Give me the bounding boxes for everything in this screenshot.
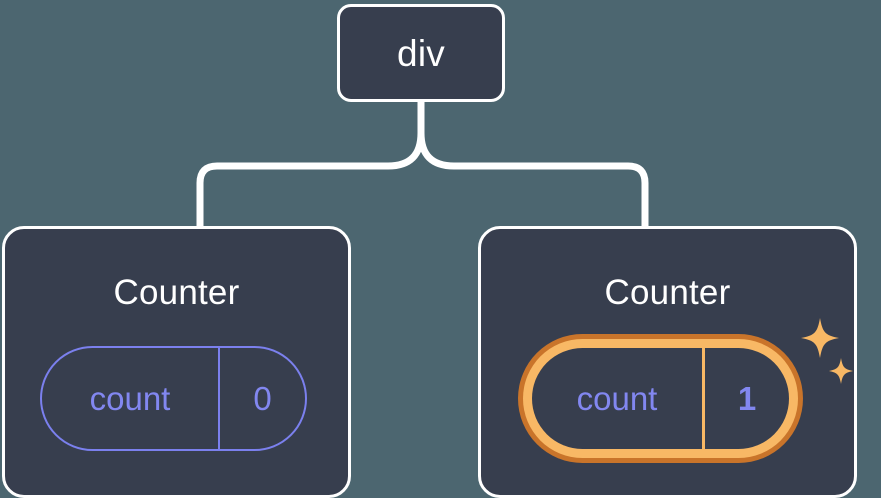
node-counter-right-title: Counter [604,273,731,312]
state-pill-right-key: count [576,380,658,417]
connector-right [417,97,649,232]
state-pill-left-value: 0 [218,348,305,449]
state-pill-right-highlight-ring: count 1 [523,339,798,458]
connector-left [196,97,425,232]
node-root[interactable]: div [337,4,505,102]
state-pill-right-wrapper: count 1 [518,334,803,463]
state-pill-left-wrapper: count 0 [40,346,307,451]
state-pill-left-key: count [89,380,171,417]
state-pill-left[interactable]: count 0 [40,346,307,451]
state-pill-right[interactable]: count 1 [518,334,803,463]
node-root-label: div [397,32,445,74]
state-pill-right-value: 1 [702,348,789,449]
node-counter-left-title: Counter [113,273,240,312]
state-pill-right-body: count 1 [532,348,789,449]
